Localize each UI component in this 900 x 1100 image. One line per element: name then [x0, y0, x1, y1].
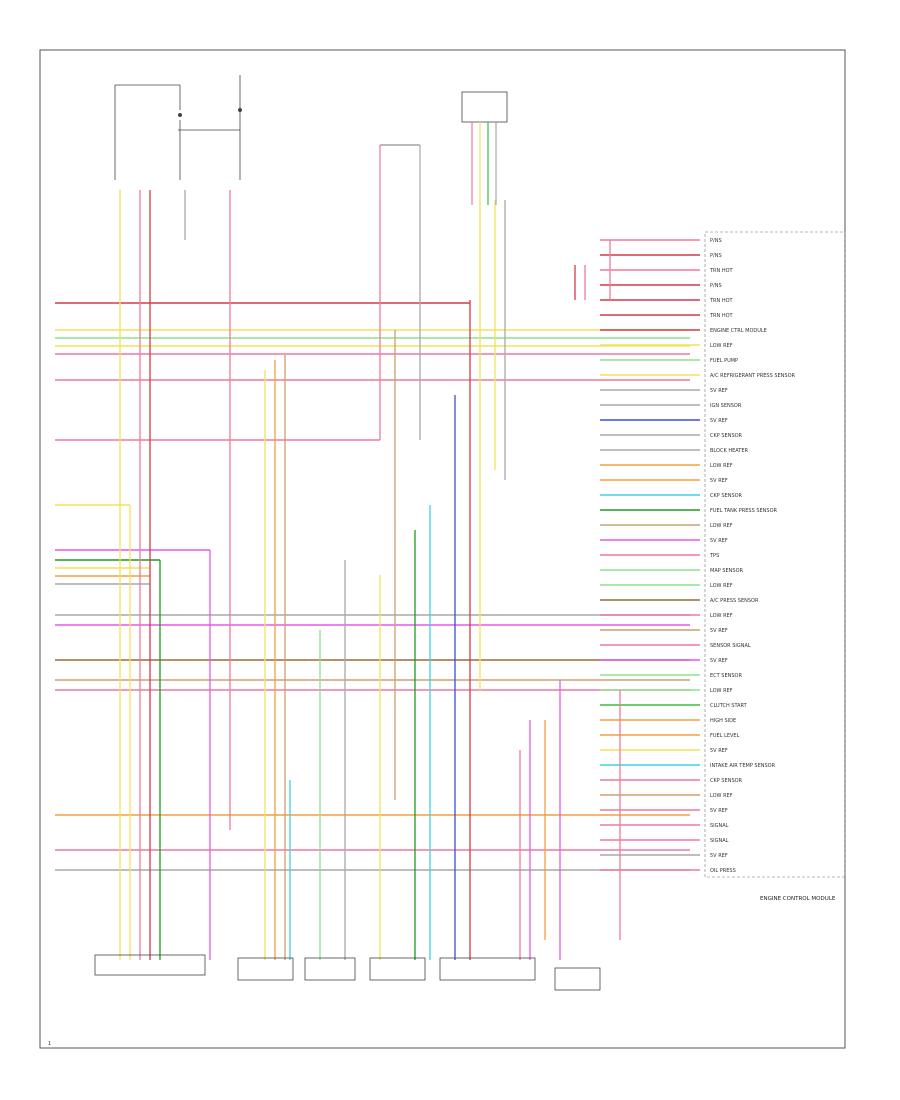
ecm-title: ENGINE CONTROL MODULE	[760, 896, 836, 902]
ecm-pin-label: LOW REF	[710, 688, 733, 694]
ecm-pin-label: SIGNAL	[710, 823, 729, 829]
ecm-pin-label: TRN HOT	[709, 268, 734, 274]
ecm-pin-label: MAP SENSOR	[710, 568, 744, 574]
ecm-pin-label: FUEL PUMP	[710, 358, 738, 364]
ecm-pin-label: LOW REF	[710, 523, 733, 529]
ecm-pin-label: CKP SENSOR	[710, 493, 743, 499]
ecm-pin-label: TPS	[709, 553, 719, 559]
ecm-pin-label: INTAKE AIR TEMP SENSOR	[710, 763, 776, 769]
ignition-switch	[114, 75, 242, 180]
ecm-pin-label: 5V REF	[710, 478, 728, 484]
ecm-pin-label: SENSOR SIGNAL	[710, 643, 751, 649]
ecm-pin-label: LOW REF	[710, 613, 733, 619]
ecm-pin-label: IGN SENSOR	[710, 403, 742, 409]
ecm-pin-label: P/NS	[710, 253, 722, 259]
ecm-pin-label: 5V REF	[710, 853, 728, 859]
ecm-pin-label: BLOCK HEATER	[710, 448, 748, 454]
ecm-pin-label: TRN HOT	[709, 298, 734, 304]
ecm-pin-label: 5V REF	[710, 628, 728, 634]
harness-lines	[55, 239, 700, 871]
ecm-pin-label: CLUTCH START	[710, 703, 748, 709]
relay-component	[461, 91, 508, 205]
ecm-pin-label: A/C PRESS SENSOR	[710, 598, 759, 604]
ecm-pin-label: OIL PRESS	[710, 868, 736, 874]
ecm-pin-label: TRN HOT	[709, 313, 734, 319]
page-number: 1	[48, 1041, 51, 1047]
ecm-pin-label: 5V REF	[710, 388, 728, 394]
ecm-pin-label: CKP SENSOR	[710, 778, 743, 784]
sensor-top-middle	[379, 144, 421, 200]
ecm-pin-label: LOW REF	[710, 793, 733, 799]
ecm-pin-label: 5V REF	[710, 748, 728, 754]
ecm-pin-label: 5V REF	[710, 658, 728, 664]
ecm-pin-label: ENGINE CTRL MODULE	[710, 328, 767, 334]
ecm-pin-label: 5V REF	[710, 808, 728, 814]
ecm-pin-label: A/C REFRIGERANT PRESS SENSOR	[710, 373, 796, 379]
ecm-pin-label: HIGH SIDE	[710, 718, 736, 724]
ecm-pin-label: SIGNAL	[710, 838, 729, 844]
ecm-pin-label: FUEL LEVEL	[710, 733, 740, 739]
ecm-pin-label: LOW REF	[710, 583, 733, 589]
ecm-pin-label: 5V REF	[710, 538, 728, 544]
vertical-wires	[119, 190, 621, 960]
ecm-pin-labels: P/NS P/NS TRN HOT P/NS TRN HOT TRN HOT ENGINE …	[709, 238, 796, 874]
ecm-pin-label: P/NS	[710, 238, 722, 244]
ecm-pin-label: FUEL TANK PRESS SENSOR	[710, 508, 778, 514]
ecm-pin-label: ECT SENSOR	[710, 673, 742, 679]
ecm-pin-label: 5V REF	[710, 418, 728, 424]
ecm-block	[704, 231, 846, 878]
ecm-pin-label: CKP SENSOR	[710, 433, 743, 439]
bottom-connectors	[94, 954, 601, 991]
ecm-pin-label: LOW REF	[710, 343, 733, 349]
ecm-pin-label: LOW REF	[710, 463, 733, 469]
diagram-border	[39, 49, 846, 1049]
ecm-pin-label: P/NS	[710, 283, 722, 289]
